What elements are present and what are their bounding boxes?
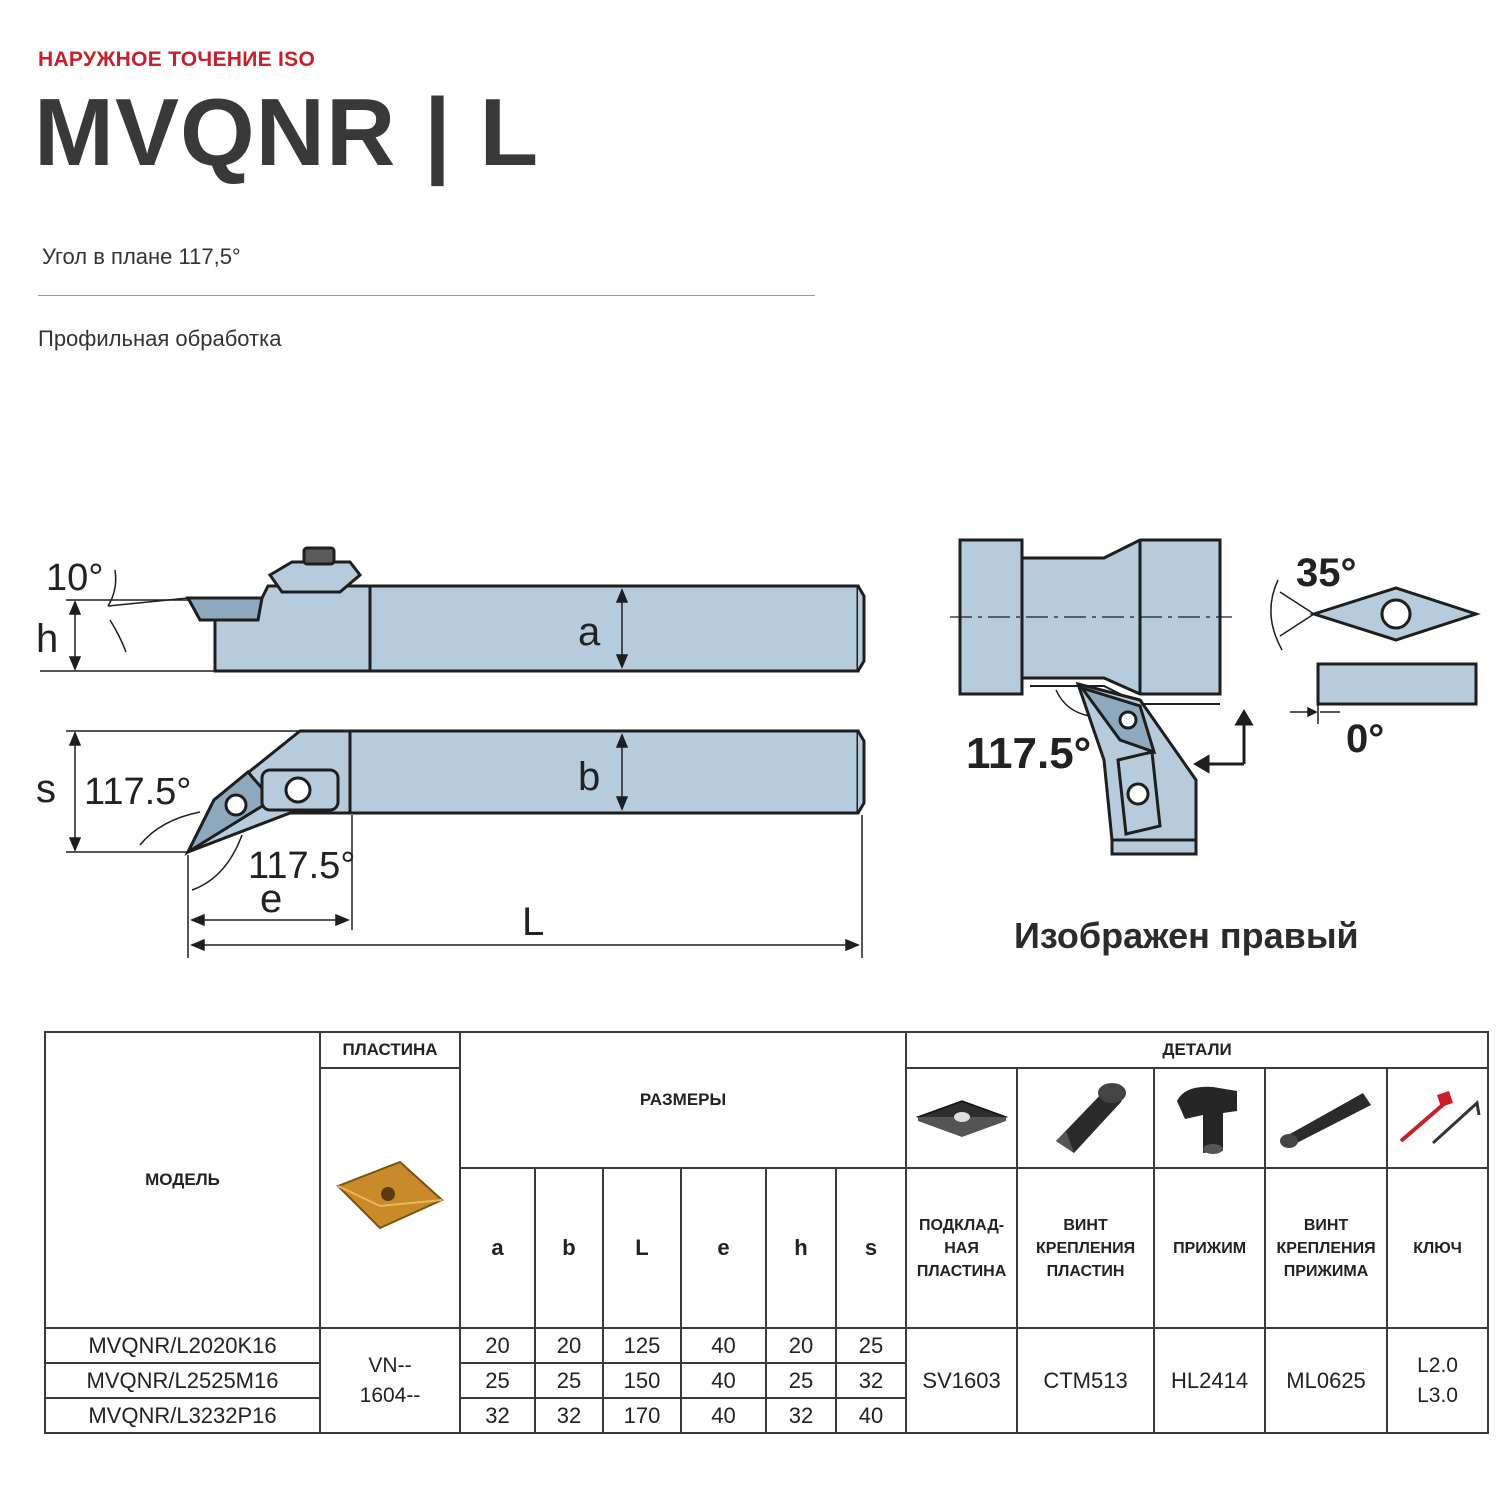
shank-top xyxy=(348,729,860,815)
insert-angle-label: 35° xyxy=(1296,551,1357,595)
insert-side xyxy=(185,596,264,622)
cell-a: 32 xyxy=(459,1397,536,1434)
cell-h: 32 xyxy=(765,1397,837,1434)
col-e: e xyxy=(680,1167,767,1329)
header-parts: ДЕТАЛИ xyxy=(905,1031,1490,1069)
clearance-label: 0° xyxy=(1346,717,1384,761)
col-key: КЛЮЧ xyxy=(1386,1167,1490,1329)
cell-s: 40 xyxy=(834,1397,908,1434)
cell-shim: SV1603 xyxy=(905,1327,1019,1434)
category-label: НАРУЖНОЕ ТОЧЕНИЕ ISO xyxy=(38,48,316,71)
cell-e: 40 xyxy=(680,1362,767,1399)
table-row: MVQNR/L2020K16 VN-- 1604-- 20 20 125 40 … xyxy=(44,1327,1490,1434)
shank-side xyxy=(368,584,860,673)
rake-angle-label: 10° xyxy=(46,557,103,599)
clamp-screw-side xyxy=(302,546,336,566)
cell-insert-screw: CTM513 xyxy=(1016,1327,1156,1434)
col-s: s xyxy=(834,1167,908,1329)
clamp-image xyxy=(1176,1086,1237,1154)
side-view xyxy=(185,546,866,673)
cell-model: MVQNR/L3232P16 xyxy=(44,1397,321,1434)
col-L: L xyxy=(602,1167,682,1329)
header-insert: ПЛАСТИНА xyxy=(319,1031,461,1069)
spec-table: МОДЕЛЬ ПЛАСТИНА РАЗМЕРЫ ДЕТАЛИ xyxy=(44,1031,1490,1434)
cell-L: 150 xyxy=(602,1362,682,1399)
cell-L: 170 xyxy=(602,1397,682,1434)
cell-clamp: HL2414 xyxy=(1153,1327,1267,1434)
a-label: a xyxy=(578,610,601,654)
shim-image-cell xyxy=(905,1067,1019,1169)
tool-detail xyxy=(1075,681,1198,856)
cell-model: MVQNR/L2020K16 xyxy=(44,1327,321,1364)
detail-angle-label: 117.5° xyxy=(966,729,1091,778)
L-label: L xyxy=(522,900,544,944)
e-label: e xyxy=(260,877,282,921)
key-image-cell xyxy=(1386,1067,1490,1169)
shim-image xyxy=(915,1099,1008,1137)
b-label: b xyxy=(578,755,600,799)
table-row: MVQNR/L2525M16 25 25 150 40 25 32 xyxy=(44,1362,1488,1399)
col-clamp-screw: ВИНТ КРЕПЛЕНИЯ ПРИЖИМА xyxy=(1264,1167,1389,1329)
cell-h: 20 xyxy=(765,1327,837,1364)
cell-e: 40 xyxy=(680,1397,767,1434)
right-hand-note: Изображен правый xyxy=(1014,915,1359,956)
col-a: a xyxy=(459,1167,536,1329)
cell-b: 20 xyxy=(534,1327,604,1364)
clamp-screw-image-cell xyxy=(1264,1067,1389,1169)
clamp-side xyxy=(267,560,363,594)
key-image xyxy=(1399,1090,1481,1144)
col-insert-screw: ВИНТ КРЕПЛЕНИЯ ПЛАСТИН xyxy=(1016,1167,1156,1329)
cell-b: 25 xyxy=(534,1362,604,1399)
h-label: h xyxy=(36,617,58,661)
header-model: МОДЕЛЬ xyxy=(44,1031,321,1329)
insert-screw-image xyxy=(1055,1082,1126,1153)
cell-h: 25 xyxy=(765,1362,837,1399)
header-dimensions: РАЗМЕРЫ xyxy=(458,1031,908,1169)
insert-image xyxy=(336,1160,444,1229)
insert-image-cell xyxy=(319,1067,461,1329)
table-row: MVQNR/L3232P16 32 32 170 40 32 40 xyxy=(44,1397,1488,1434)
cell-a: 20 xyxy=(459,1327,536,1364)
col-clamp: ПРИЖИМ xyxy=(1153,1167,1267,1329)
clamp-image-cell xyxy=(1153,1067,1267,1169)
divider xyxy=(38,295,815,296)
col-h: h xyxy=(765,1167,837,1329)
feature-approach-angle: Угол в плане 117,5° xyxy=(42,244,241,269)
top-view xyxy=(184,729,866,857)
angle-left-label: 117.5° xyxy=(84,771,191,813)
col-b: b xyxy=(534,1167,604,1329)
insert-diamond xyxy=(1309,586,1481,642)
cell-key: L2.0 L3.0 xyxy=(1386,1327,1490,1434)
col-shim: ПОДКЛАД- НАЯ ПЛАСТИНА xyxy=(905,1167,1019,1329)
insert-profile xyxy=(1316,662,1478,706)
technical-drawing: 10° h a s 117.5° 117.5° b e L xyxy=(36,538,1481,958)
angle-bottom-label: 117.5° xyxy=(248,845,355,887)
clamp-screw-image xyxy=(1280,1092,1372,1148)
insert-screw-image-cell xyxy=(1016,1067,1156,1169)
cell-model: MVQNR/L2525M16 xyxy=(44,1362,321,1399)
cell-a: 25 xyxy=(459,1362,536,1399)
cell-s: 32 xyxy=(834,1362,908,1399)
cell-e: 40 xyxy=(680,1327,767,1364)
cell-s: 25 xyxy=(834,1327,908,1364)
cell-insert-code: VN-- 1604-- xyxy=(319,1327,461,1434)
feature-profiling: Профильная обработка xyxy=(38,326,282,351)
page-title: MVQNR | L xyxy=(34,79,540,186)
cell-b: 32 xyxy=(534,1397,604,1434)
cell-L: 125 xyxy=(602,1327,682,1364)
s-label: s xyxy=(36,767,56,811)
cell-clamp-screw: ML0625 xyxy=(1264,1327,1389,1434)
